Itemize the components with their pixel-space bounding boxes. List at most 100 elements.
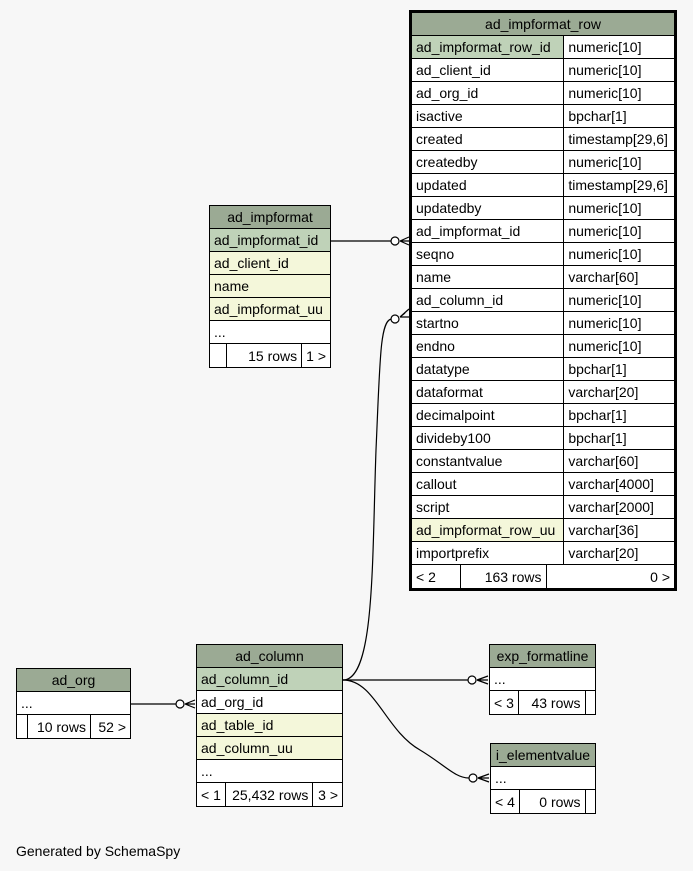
parents-count[interactable]: < 2 bbox=[412, 565, 461, 588]
parents-count[interactable] bbox=[17, 715, 28, 738]
table-row[interactable]: ad_column_uu bbox=[196, 736, 343, 760]
column-name[interactable]: ad_table_id bbox=[196, 713, 343, 737]
table-title[interactable]: ad_impformat bbox=[209, 205, 331, 229]
column-type: numeric[10] bbox=[563, 334, 675, 358]
column-name[interactable]: ad_column_uu bbox=[196, 736, 343, 760]
table-i-elementvalue[interactable]: i_elementvalue ... < 4 0 rows bbox=[490, 743, 596, 814]
table-title[interactable]: ad_impformat_row bbox=[411, 12, 675, 36]
children-count[interactable]: 0 > bbox=[650, 568, 670, 585]
table-title[interactable]: i_elementvalue bbox=[490, 743, 596, 767]
table-row[interactable]: ad_column_id bbox=[196, 667, 343, 691]
table-row[interactable]: name bbox=[209, 274, 331, 298]
column-name[interactable]: datatype bbox=[410, 357, 565, 381]
table-title[interactable]: ad_column bbox=[196, 644, 343, 668]
table-row[interactable]: ... bbox=[489, 667, 596, 691]
column-name[interactable]: ad_org_id bbox=[196, 690, 343, 714]
column-name[interactable]: name bbox=[209, 274, 331, 298]
table-title[interactable]: ad_org bbox=[16, 668, 131, 692]
table-row[interactable]: ad_impformat_uu bbox=[209, 297, 331, 321]
column-name[interactable]: ad_client_id bbox=[410, 58, 565, 82]
edge-column-elementvalue-zero-marker bbox=[468, 773, 478, 783]
table-title[interactable]: exp_formatline bbox=[489, 644, 596, 668]
children-count[interactable]: 52 > bbox=[98, 718, 126, 735]
column-name[interactable]: created bbox=[410, 127, 565, 151]
parents-count[interactable]: < 4 bbox=[491, 790, 520, 813]
column-name[interactable]: ad_client_id bbox=[209, 251, 331, 275]
column-name[interactable]: ad_column_id bbox=[196, 667, 343, 691]
table-exp-formatline[interactable]: exp_formatline ... < 3 43 rows bbox=[489, 644, 596, 715]
column-name[interactable]: ad_org_id bbox=[410, 81, 565, 105]
parents-count[interactable] bbox=[210, 344, 227, 367]
column-name[interactable]: script bbox=[410, 495, 565, 519]
column-name[interactable]: isactive bbox=[410, 104, 565, 128]
table-row[interactable]: ... bbox=[490, 766, 596, 790]
table-row[interactable]: ad_org_id bbox=[196, 690, 343, 714]
column-name[interactable]: decimalpoint bbox=[410, 403, 565, 427]
column-name[interactable]: ad_impformat_row_id bbox=[410, 35, 565, 59]
column-name[interactable]: ... bbox=[209, 320, 331, 344]
column-name[interactable]: divideby100 bbox=[410, 426, 565, 450]
children-count[interactable] bbox=[585, 692, 595, 714]
column-name[interactable]: ad_impformat_id bbox=[209, 228, 331, 252]
column-name[interactable]: ... bbox=[196, 759, 343, 783]
table-row[interactable]: ad_impformat_id bbox=[209, 228, 331, 252]
table-row[interactable]: ... bbox=[16, 691, 131, 715]
row-count: 163 rows bbox=[460, 565, 547, 588]
column-name[interactable]: ad_impformat_row_uu bbox=[410, 518, 565, 542]
column-name[interactable]: callout bbox=[410, 472, 565, 496]
column-name[interactable]: updatedby bbox=[410, 196, 565, 220]
children-count[interactable]: 3 > bbox=[318, 786, 338, 803]
column-name[interactable]: ad_impformat_id bbox=[410, 219, 565, 243]
table-row[interactable]: ad_table_id bbox=[196, 713, 343, 737]
column-name[interactable]: ... bbox=[16, 691, 131, 715]
column-name[interactable]: updated bbox=[410, 173, 565, 197]
children-count[interactable]: 1 > bbox=[306, 347, 326, 364]
column-name[interactable]: ad_impformat_uu bbox=[209, 297, 331, 321]
column-name[interactable]: ... bbox=[490, 766, 596, 790]
table-ad-org[interactable]: ad_org ... 10 rows 52 > bbox=[16, 668, 131, 739]
table-row[interactable]: ... bbox=[209, 320, 331, 344]
children-count[interactable] bbox=[585, 791, 595, 813]
column-name[interactable]: dataformat bbox=[410, 380, 565, 404]
column-name[interactable]: endno bbox=[410, 334, 565, 358]
column-name[interactable]: createdby bbox=[410, 150, 565, 174]
table-row[interactable]: ad_client_id bbox=[209, 251, 331, 275]
parents-count[interactable]: < 1 bbox=[197, 783, 226, 806]
column-name[interactable]: startno bbox=[410, 311, 565, 335]
column-name[interactable]: ... bbox=[489, 667, 596, 691]
column-type: numeric[10] bbox=[563, 242, 675, 266]
column-name[interactable]: importprefix bbox=[410, 541, 565, 565]
table-row[interactable]: ... bbox=[196, 759, 343, 783]
column-name[interactable]: seqno bbox=[410, 242, 565, 266]
parents-count[interactable]: < 3 bbox=[490, 691, 519, 714]
column-name[interactable]: name bbox=[410, 265, 565, 289]
column-name[interactable]: ad_column_id bbox=[410, 288, 565, 312]
column-name[interactable]: constantvalue bbox=[410, 449, 565, 473]
